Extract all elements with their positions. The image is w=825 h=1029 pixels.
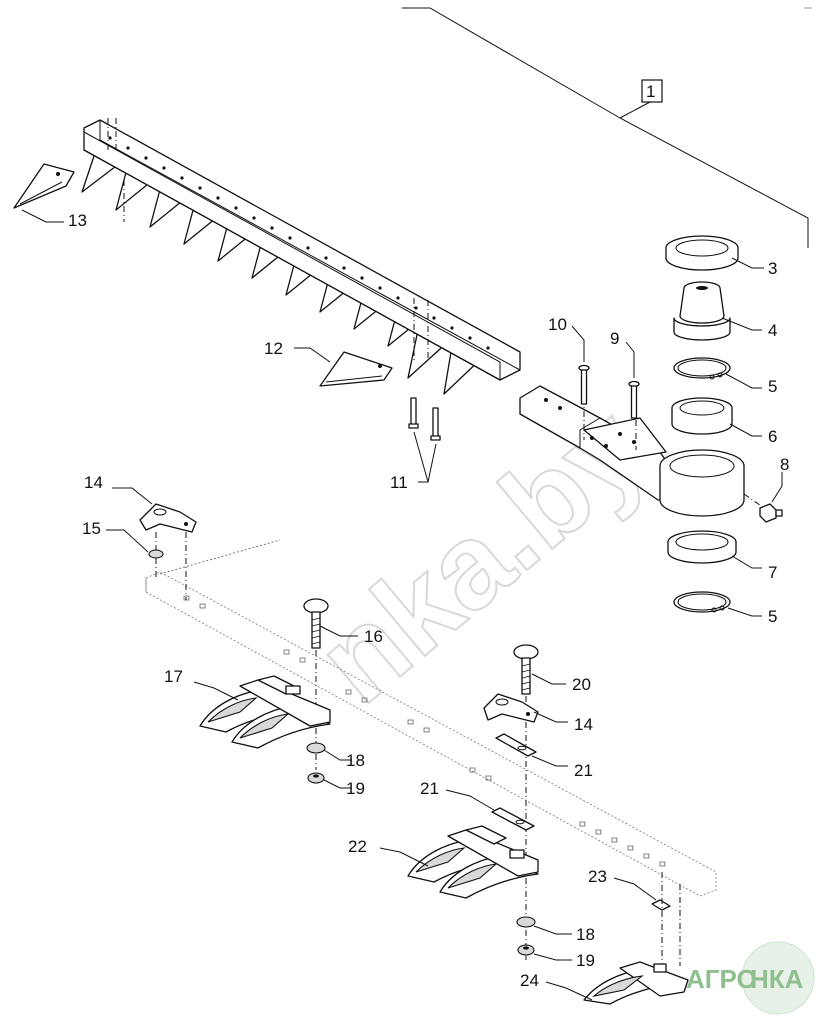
callout-19a: 19 (346, 779, 365, 798)
logo-text-right: НКА (750, 964, 804, 994)
bolt-9 (628, 380, 640, 419)
callout-5b: 5 (768, 607, 777, 626)
assembly-callout-box (641, 79, 663, 103)
ring-3 (665, 235, 739, 271)
bearing-housing (659, 449, 765, 517)
leader-7 (731, 555, 762, 569)
leader-9 (625, 341, 635, 378)
callout-23: 23 (588, 867, 607, 886)
callout-17: 17 (164, 667, 183, 686)
leader-6 (729, 423, 762, 437)
assembly-bracket-line (402, 7, 809, 248)
callout-8: 8 (780, 455, 789, 474)
callout-22: 22 (348, 837, 367, 856)
knife-back-bar (83, 119, 521, 381)
hold-down-clip-14-upper (139, 503, 197, 533)
callout-9: 9 (610, 329, 619, 348)
guard-17 (199, 675, 331, 749)
callout-19b: 19 (576, 951, 595, 970)
callout-7: 7 (768, 563, 777, 582)
rivets-11 (408, 397, 441, 441)
washer-18-upper (306, 742, 326, 754)
leader-5b (727, 607, 762, 617)
callout-18b: 18 (576, 925, 595, 944)
finger-bar-outline (145, 539, 717, 897)
leader-12 (294, 347, 331, 363)
bolt-16 (303, 598, 329, 649)
logo-text-left: АГРО (686, 964, 757, 994)
knife-bar-assembly (81, 118, 521, 395)
callout-21a: 21 (420, 779, 439, 798)
grease-nipple-8 (759, 503, 783, 523)
leader-4 (721, 317, 762, 331)
leader-5a (725, 373, 762, 389)
callout-15: 15 (82, 519, 101, 538)
callout-4: 4 (768, 321, 777, 340)
leader-14a (112, 487, 153, 505)
leader-17 (193, 681, 239, 701)
callout-14b: 14 (574, 715, 593, 734)
callout-12: 12 (264, 339, 283, 358)
leader-18a (323, 749, 352, 761)
callout-5a: 5 (768, 377, 777, 396)
leader-11b (427, 443, 437, 483)
leader-19a (323, 779, 352, 789)
callout-16: 16 (364, 627, 383, 646)
leader-14b (533, 711, 568, 723)
callout-13: 13 (68, 211, 87, 230)
knife-head-arm (519, 385, 673, 501)
guard-24 (583, 961, 689, 1005)
leader-24 (545, 981, 593, 1001)
leader-21b (531, 755, 568, 767)
callout-10: 10 (548, 315, 567, 334)
callout-3: 3 (768, 259, 777, 278)
leader-19b (533, 953, 572, 961)
callout-1: 1 (646, 82, 655, 101)
leader-15 (106, 529, 149, 553)
knife-section-12 (319, 351, 393, 387)
circlip-5-upper (673, 357, 731, 380)
callout-20: 20 (572, 675, 591, 694)
bushing-4 (673, 281, 731, 341)
leader-20 (531, 673, 566, 685)
leader-10 (571, 325, 585, 362)
shim-21-lower (491, 807, 535, 831)
knife-bar-holes (108, 136, 490, 350)
knife-sections (81, 149, 485, 395)
circlip-5-lower (673, 591, 731, 613)
leader-23 (613, 877, 657, 901)
knife-section-13 (13, 163, 75, 209)
shim-21-upper (495, 733, 537, 757)
bolt-10 (578, 364, 590, 405)
washer-15 (148, 549, 164, 559)
leader-21a (445, 789, 495, 811)
callout-14a: 14 (84, 473, 103, 492)
leader-11a (413, 431, 429, 483)
leader-18b (533, 925, 572, 935)
leader-8 (771, 472, 783, 503)
ring-7 (667, 530, 737, 564)
agronka-logo: АГРО НКА (686, 941, 815, 1015)
leader-22 (379, 847, 429, 867)
bearing-6 (671, 397, 733, 435)
assembly-bracket-tick (619, 101, 651, 119)
callout-24: 24 (520, 971, 539, 990)
callout-21b: 21 (574, 761, 593, 780)
callout-18a: 18 (346, 751, 365, 770)
nut-19-lower (517, 944, 535, 956)
callout-6: 6 (768, 427, 777, 446)
washer-18-lower (516, 916, 536, 928)
guard-22 (407, 825, 539, 899)
nut-19-upper (307, 772, 325, 784)
leader-16 (319, 625, 358, 637)
leader-13 (21, 209, 64, 223)
bolt-20 (513, 644, 539, 695)
plate-23 (651, 899, 671, 911)
hold-down-clip-14-lower (483, 693, 539, 723)
callout-11: 11 (390, 473, 408, 492)
leader-3 (731, 257, 764, 269)
